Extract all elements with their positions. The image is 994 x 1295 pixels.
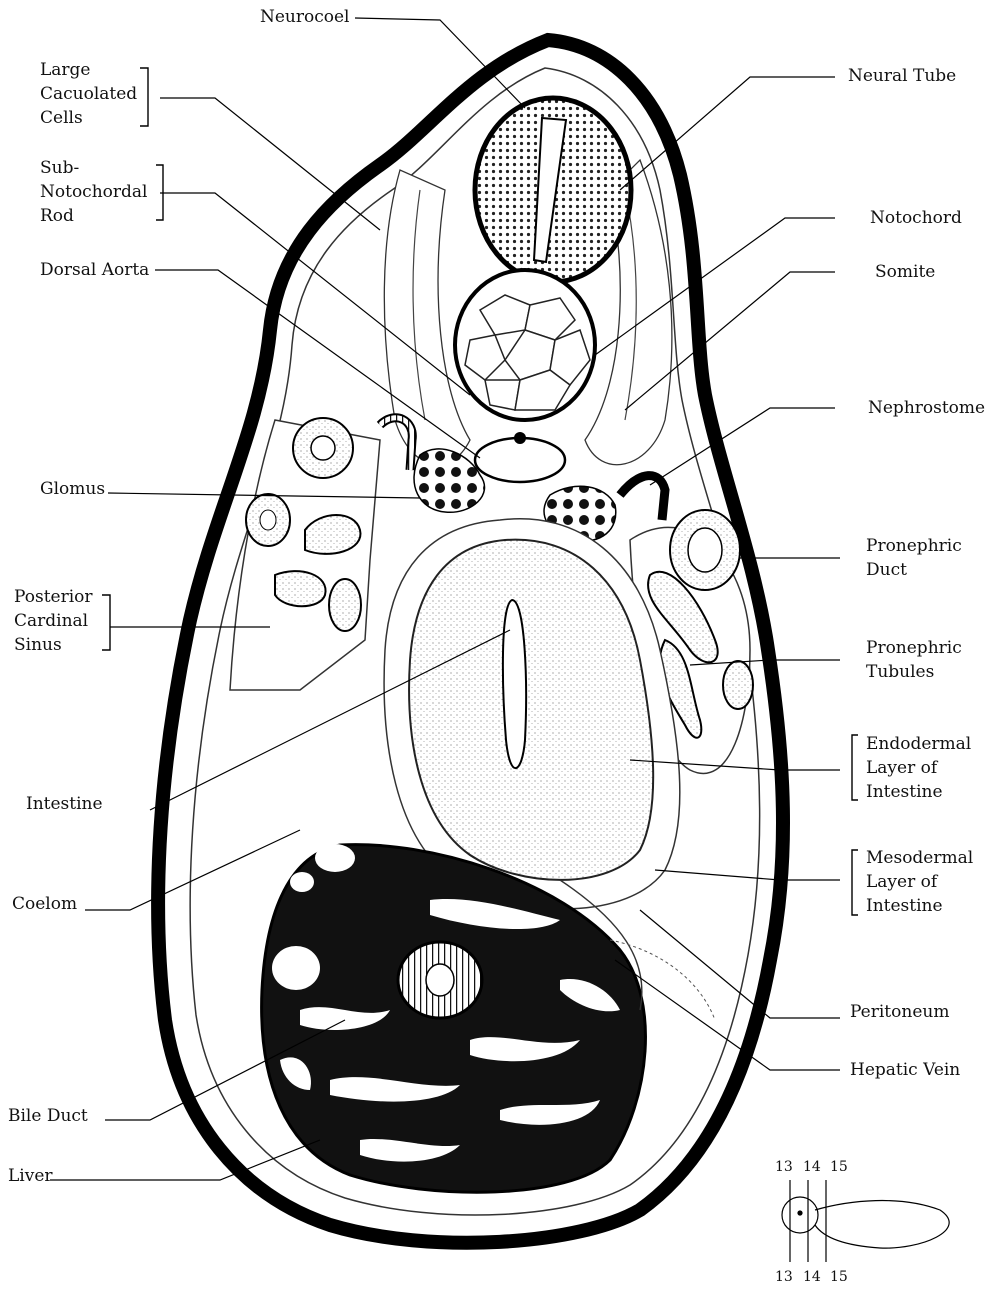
label-hepatic-vein: Hepatic Vein <box>850 1058 960 1082</box>
label-large-cacuolated-cells: Large Cacuolated Cells <box>40 58 137 130</box>
label-pronephric-tubules: Pronephric Tubules <box>866 636 962 684</box>
label-dorsal-aorta: Dorsal Aorta <box>40 258 149 282</box>
inset-top-13: 13 <box>775 1155 793 1179</box>
label-glomus: Glomus <box>40 477 105 501</box>
label-mesodermal-layer: Mesodermal Layer of Intestine <box>866 846 973 918</box>
label-neurocoel: Neurocoel <box>260 5 350 29</box>
inset-top-14: 14 <box>803 1155 821 1179</box>
label-endodermal-layer: Endodermal Layer of Intestine <box>866 732 971 804</box>
sub-notochordal-rod <box>475 438 565 482</box>
label-nephrostome: Nephrostome <box>868 396 985 420</box>
label-intestine: Intestine <box>26 792 103 816</box>
inset-bottom-15: 15 <box>830 1265 848 1289</box>
intestine-lumen <box>503 600 526 768</box>
label-bile-duct: Bile Duct <box>8 1104 88 1128</box>
inset-bottom-14: 14 <box>803 1265 821 1289</box>
inset-top-15: 15 <box>830 1155 848 1179</box>
label-posterior-cardinal-sinus: Posterior Cardinal Sinus <box>14 585 93 657</box>
inset-embryo <box>782 1180 949 1262</box>
label-liver: Liver <box>8 1164 53 1188</box>
label-somite: Somite <box>875 260 935 284</box>
inset-bottom-13: 13 <box>775 1265 793 1289</box>
label-notochord: Notochord <box>870 206 962 230</box>
label-peritoneum: Peritoneum <box>850 1000 949 1024</box>
label-neural-tube: Neural Tube <box>848 64 956 88</box>
label-sub-notochordal-rod: Sub- Notochordal Rod <box>40 156 147 228</box>
label-pronephric-duct: Pronephric Duct <box>866 534 962 582</box>
label-coelom: Coelom <box>12 892 77 916</box>
